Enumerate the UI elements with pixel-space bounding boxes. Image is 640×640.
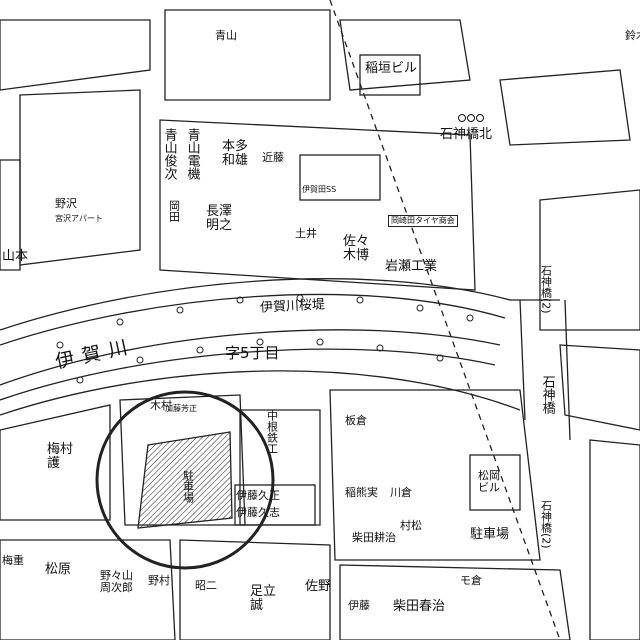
yamamoto-label: 山本	[2, 249, 29, 264]
block-left-edge	[0, 159, 21, 271]
block-right-lower	[559, 344, 640, 431]
shoji-label: 昭二	[195, 579, 217, 592]
shibata-kazuo-label: 柴田耕治	[352, 531, 396, 544]
nonoyama-label: 野々山周次郎	[100, 569, 133, 594]
bridge-ishigami-label: 石神橋	[539, 375, 555, 414]
tree-markers	[56, 294, 474, 384]
nagasawa-label: 長澤明之	[206, 204, 233, 233]
traffic-signal-icon	[458, 114, 484, 122]
kimura-label: 木村	[150, 399, 172, 412]
block-right-mid	[539, 189, 640, 331]
aoyama-denki-label: 青山電機	[184, 128, 200, 180]
block-top-right	[339, 19, 471, 91]
kato-yoshio-label: 加藤芳正	[165, 404, 197, 413]
embankment-inner-3	[0, 348, 496, 401]
honda-label: 本多和雄	[222, 139, 249, 168]
dashed-road	[329, 0, 561, 640]
sasaki-label: 佐々木博	[343, 234, 370, 263]
bldg-matsuoka	[469, 454, 521, 511]
nozawa-label: 野沢	[55, 197, 77, 210]
target-circle	[95, 390, 275, 570]
miyazawa-label: 宮沢アパート	[55, 214, 103, 223]
block-upper-center	[159, 119, 476, 291]
bldg-gas-station	[299, 154, 381, 201]
bridge-ishigami-1-label: 石神橋(2)	[539, 500, 553, 549]
umemura-label: 梅村護	[47, 442, 74, 471]
road-sub-label: 伊賀川桜堤	[259, 297, 326, 316]
okada-label: 岡田	[167, 200, 181, 222]
matsubara-label: 松原	[45, 562, 72, 577]
block-right-bottom	[589, 439, 640, 640]
bridge-ishigami-north-label: 石神橋北	[440, 127, 493, 142]
ito-b-label: 伊藤久志	[236, 506, 280, 519]
sano-label: 佐野	[305, 579, 332, 594]
itoh-kazuo-label: 伊藤	[348, 599, 370, 612]
embankment-inner-1	[0, 293, 506, 346]
block-top-mid	[164, 9, 331, 101]
tsuchii-label: 土井	[295, 227, 317, 240]
aoyama-yoshiji-label: 青山俊次	[161, 128, 177, 180]
bridge-ishigami-2-label: 石神橋(2)	[539, 265, 553, 314]
kagawa-label: 梅重	[2, 554, 24, 567]
bridge-right-1	[519, 299, 526, 421]
aoyama-k-label: 青山	[215, 29, 237, 42]
nakane-label: 中根鉄工	[265, 410, 279, 454]
block-bottom-mid	[179, 539, 331, 640]
embankment-lower	[0, 370, 521, 416]
district-label: 字5丁目	[225, 344, 280, 362]
block-lower-left	[0, 404, 111, 521]
inaki-bldg-label: 稲垣ビル	[365, 61, 418, 76]
bldg-inaki	[359, 54, 421, 96]
block-lower-mid	[239, 409, 321, 526]
bldg-ito	[234, 484, 316, 526]
nomura-label: 野村	[148, 574, 170, 587]
block-right-top	[499, 69, 631, 146]
kondo-label: 近藤	[262, 151, 284, 164]
murayama-label: 村松	[400, 519, 422, 532]
bridge-right-2	[564, 299, 571, 441]
adachi-label: 足立誠	[250, 584, 277, 613]
block-upper-left	[19, 89, 141, 266]
shibata-haruo-label: 柴田春治	[393, 599, 446, 614]
embankment-outer	[0, 278, 560, 331]
iwase-label: 岩瀬工業	[385, 259, 438, 274]
gas-station-label: 伊賀田SS	[302, 185, 337, 194]
matsuoka-bldg-label: 松岡ビル	[478, 469, 500, 494]
block-top-left	[0, 19, 151, 91]
block-bottom-left	[0, 539, 176, 640]
tire-label: 岡崎田タイヤ商会	[388, 215, 458, 228]
hatched-lot	[137, 431, 233, 529]
inagaki-s-label: 稲熊実	[345, 486, 378, 499]
block-bottom-right	[339, 564, 571, 640]
moritake-label: モ倉	[460, 574, 482, 587]
itakura-label: 板倉	[345, 414, 367, 427]
ito-a-label: 伊藤久正	[236, 489, 280, 502]
suzuki-label: 鈴木	[625, 29, 640, 42]
center-lot-label: 駐車場	[181, 470, 195, 503]
embankment-inner-2	[0, 329, 501, 386]
block-lower-right	[329, 389, 541, 561]
kawakura-label: 川倉	[390, 486, 412, 499]
lot-right-label: 駐車場	[470, 527, 510, 542]
